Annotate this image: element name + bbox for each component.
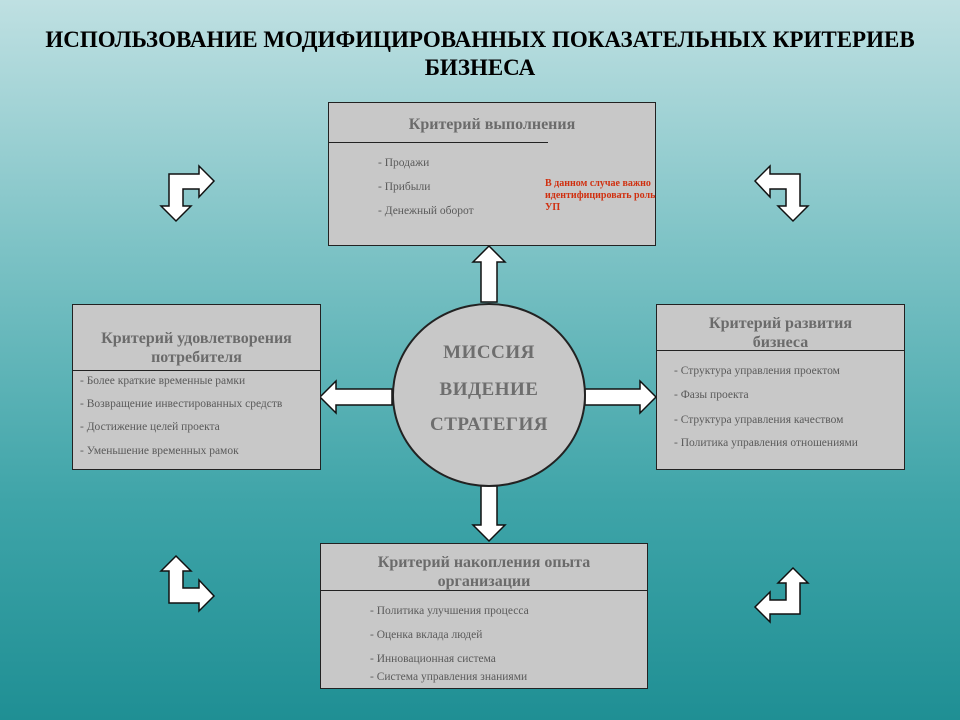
list-item: - Инновационная система — [370, 653, 496, 665]
criterion-box-performance: Критерий выполнения — [328, 102, 656, 246]
list-item: - Оценка вклада людей — [370, 629, 483, 641]
list-item: - Возвращение инвестированных средств — [80, 398, 283, 410]
bent-arrow-bottom-right-icon — [753, 566, 810, 624]
center-label-strategy: СТРАТЕГИЯ — [429, 414, 549, 435]
criterion-box-experience-accumulation: Критерий накопления опыта организации — [320, 543, 648, 689]
divider — [72, 370, 321, 371]
criterion-title: Критерий выполнения — [408, 116, 576, 133]
page-title-line-2: БИЗНЕСА — [424, 55, 536, 80]
bent-arrow-top-right-icon — [753, 164, 810, 223]
center-label-mission: МИССИЯ — [443, 342, 535, 363]
list-item: - Политика управления отношениями — [674, 437, 858, 449]
list-item: - Уменьшение временных рамок — [80, 445, 239, 457]
center-label-vision: ВИДЕНИЕ — [439, 379, 539, 400]
highlight-note: В данном случае важно идентифицировать р… — [545, 178, 656, 213]
list-item: - Система управления знаниями — [370, 671, 528, 683]
divider — [328, 142, 548, 143]
arrow-right-icon — [584, 379, 658, 415]
criterion-box-business-development: Критерий развития бизнеса — [656, 304, 905, 470]
page-title-line-1: ИСПОЛЬЗОВАНИЕ МОДИФИЦИРОВАННЫХ ПОКАЗАТЕЛ… — [45, 27, 915, 52]
bent-arrow-top-left-icon — [159, 164, 216, 223]
list-item: - Более краткие временные рамки — [80, 375, 246, 387]
list-item: - Продажи — [378, 157, 430, 169]
divider — [656, 350, 905, 351]
arrow-up-icon — [471, 244, 507, 303]
list-item: - Структура управления качеством — [674, 414, 844, 426]
arrow-down-icon — [471, 485, 507, 543]
page-title: ИСПОЛЬЗОВАНИЕ МОДИФИЦИРОВАННЫХ ПОКАЗАТЕЛ… — [0, 26, 960, 82]
criterion-title: Критерий удовлетворения потребителя — [101, 330, 292, 366]
divider — [320, 590, 648, 591]
mission-circle — [392, 303, 586, 487]
list-item: - Прибыли — [378, 181, 431, 193]
criterion-title: Критерий накопления опыта организации — [377, 554, 591, 590]
criterion-box-customer-satisfaction: Критерий удовлетворения потребителя — [72, 304, 321, 470]
bent-arrow-bottom-left-icon — [159, 554, 216, 613]
list-item: - Структура управления проектом — [674, 365, 840, 377]
list-item: - Фазы проекта — [674, 389, 749, 401]
criterion-title: Критерий развития бизнеса — [709, 315, 852, 351]
list-item: - Достижение целей проекта — [80, 421, 220, 433]
list-item: - Политика улучшения процесса — [370, 605, 529, 617]
list-item: - Денежный оборот — [378, 205, 474, 217]
arrow-left-icon — [318, 379, 393, 415]
